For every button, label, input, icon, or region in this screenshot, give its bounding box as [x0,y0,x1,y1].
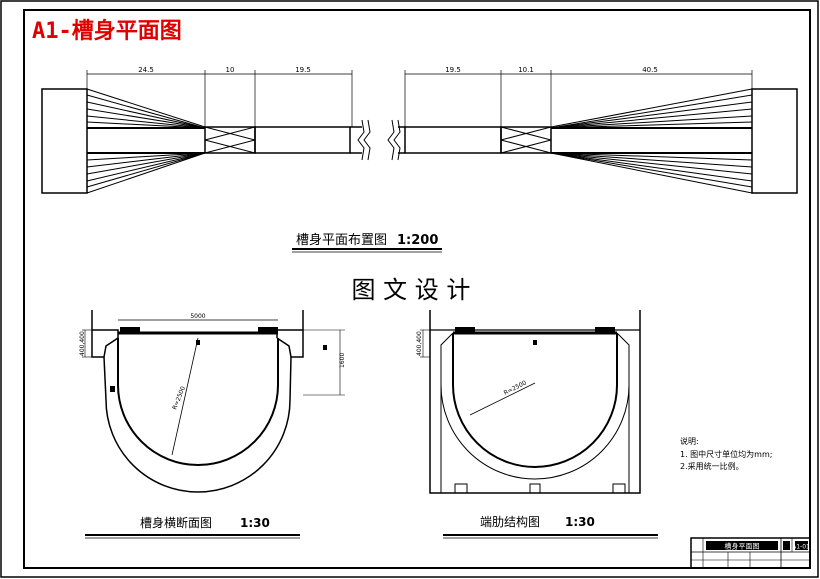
rib-caption: 端肋结构图 [480,514,540,529]
cross-height-dim: 1600 [339,353,346,368]
title-block [690,537,811,569]
dim-right-3: 40.5 [642,66,658,74]
cross-section-drawing [82,310,345,493]
cross-scale: 1:30 [240,516,270,530]
inner-border [23,9,811,569]
plan-caption: 槽身平面布置图 [296,232,387,248]
dim-left-1: 24.5 [138,66,154,74]
cross-caption: 槽身横断面图 [140,515,212,530]
dim-right-2: 10.1 [518,66,534,74]
cross-width-dim: 5000 [190,313,205,320]
notes-line-2: 2.采用统一比例。 [680,461,744,471]
title-block-name: 槽身平面图 [725,542,760,551]
watermark-text: 图 文 设 计 [352,276,471,304]
sheet-title: A1-槽身平面图 [32,18,182,44]
end-rib-drawing [420,310,641,494]
cross-small-dim: 400,400 [79,331,86,356]
notes-heading: 说明: [680,436,699,446]
dim-left-3: 19.5 [295,66,311,74]
plan-scale: 1:200 [397,233,438,248]
plan-dims-right [404,70,753,128]
rib-small-dim: 400,400 [416,331,423,356]
rib-scale: 1:30 [565,515,595,529]
title-block-code: A1-01 [792,544,810,551]
dim-left-2: 10 [226,66,235,74]
dim-right-1: 19.5 [445,66,461,74]
plan-dims-left [86,70,353,128]
plan-view-right [387,88,798,194]
notes-line-1: 1. 图中尺寸单位均为mm; [680,449,772,459]
plan-view-left [41,88,371,194]
